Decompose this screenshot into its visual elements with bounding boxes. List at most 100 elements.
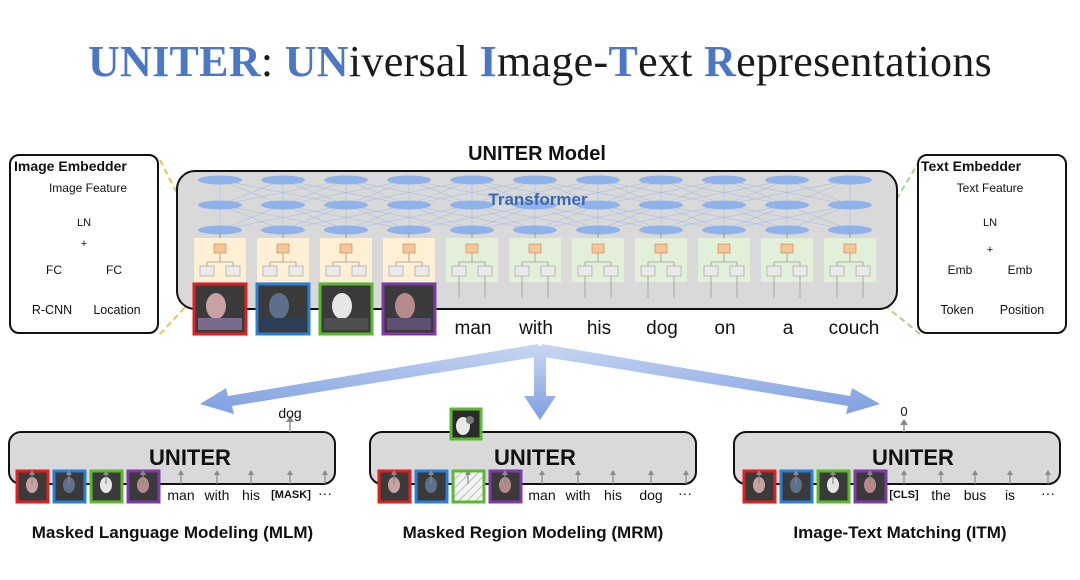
transformer-edge xyxy=(660,179,725,206)
region-image-content xyxy=(206,293,226,319)
transformer-edge xyxy=(597,179,725,206)
transformer-edge xyxy=(786,179,851,206)
transformer-edge xyxy=(408,204,473,231)
title-part: R xyxy=(704,37,737,86)
title-part: ext xyxy=(638,37,705,86)
model-word: with xyxy=(519,318,553,339)
text-emb-label: Emb xyxy=(1007,263,1033,277)
region-image-content xyxy=(332,293,352,319)
block-unit xyxy=(603,265,619,277)
title-part: : xyxy=(260,37,285,86)
input-arrow-head xyxy=(938,470,944,475)
transformer-node xyxy=(639,225,683,235)
token-label: Token xyxy=(940,303,974,317)
input-arrow-head xyxy=(391,470,397,475)
input-arrow-head xyxy=(248,470,254,475)
region-thumb-content xyxy=(63,477,75,493)
transformer-edge xyxy=(723,179,788,206)
mrm-ellipsis: ··· xyxy=(678,485,692,501)
block-unit xyxy=(477,265,493,277)
block-ln xyxy=(843,243,857,254)
transformer-node xyxy=(324,200,368,210)
block-unit xyxy=(325,265,341,277)
mlm-token: his xyxy=(242,487,260,503)
itm-cls-token: [CLS] xyxy=(889,489,919,501)
transformer-node xyxy=(198,200,242,210)
transformer-label: Transformer xyxy=(488,190,588,209)
transformer-edge xyxy=(723,179,851,206)
transformer-node xyxy=(576,200,620,210)
model-word: man xyxy=(454,318,492,339)
transformer-node xyxy=(639,175,683,185)
region-thumb-content xyxy=(26,477,38,493)
model-word: on xyxy=(714,318,736,339)
block-ln xyxy=(465,243,479,254)
input-arrow-head xyxy=(287,470,293,475)
input-arrow-head xyxy=(322,470,328,475)
input-arrow-head xyxy=(465,470,471,475)
input-arrow-head xyxy=(901,470,907,475)
block-ln xyxy=(213,243,227,254)
transformer-node xyxy=(765,225,809,235)
task-thumbnails xyxy=(15,469,888,504)
text-emb-label: Emb xyxy=(947,263,973,277)
transformer-edge xyxy=(723,204,788,231)
model-word: dog xyxy=(646,318,678,339)
transformer-network xyxy=(198,175,872,235)
input-arrow-head xyxy=(867,470,873,475)
mrm-token: man xyxy=(528,487,556,503)
transformer-edge xyxy=(534,204,599,231)
transformer-edge xyxy=(282,179,410,206)
transformer-node xyxy=(513,175,557,185)
transformer-node xyxy=(576,175,620,185)
block-unit xyxy=(414,265,430,277)
input-arrow-head xyxy=(502,470,508,475)
model-word: his xyxy=(586,318,612,339)
task-arrows xyxy=(29,470,1051,484)
image-plus-icon: + xyxy=(80,238,88,250)
input-arrow-head xyxy=(178,470,184,475)
transformer-edge xyxy=(723,204,851,231)
region-thumb-content xyxy=(100,477,112,493)
transformer-node xyxy=(198,175,242,185)
transformer-edge xyxy=(345,204,410,231)
block-unit xyxy=(577,265,593,277)
block-unit xyxy=(540,265,556,277)
transformer-node xyxy=(450,175,494,185)
mrm-token: with xyxy=(565,487,591,503)
transformer-node xyxy=(261,200,305,210)
region-image-content xyxy=(261,318,305,330)
location-label: Location xyxy=(93,303,141,317)
itm-uniter-bar xyxy=(733,431,1061,485)
input-arrow-head xyxy=(683,470,689,475)
transformer-edge xyxy=(471,204,536,231)
image-fc-label: FC xyxy=(106,263,122,277)
region-thumb-content xyxy=(790,477,802,493)
transformer-node xyxy=(450,200,494,210)
transformer-edge xyxy=(597,204,725,231)
block-unit xyxy=(855,265,871,277)
arrow-to-mlm xyxy=(200,344,542,414)
input-arrow-head xyxy=(539,470,545,475)
arrow-to-mrm xyxy=(524,346,556,420)
input-arrow-head xyxy=(29,470,35,475)
text-feature-label: Text Feature xyxy=(956,181,1024,195)
transformer-node xyxy=(324,175,368,185)
transformer-edge xyxy=(345,179,473,206)
transformer-node xyxy=(702,175,746,185)
itm-token: is xyxy=(1004,487,1016,503)
input-arrow-head xyxy=(1007,470,1013,475)
transformer-node xyxy=(387,175,431,185)
mlm-label: Masked Language Modeling (MLM) xyxy=(31,523,314,542)
transformer-edge xyxy=(660,204,725,231)
transformer-edge xyxy=(534,204,662,231)
transformer-edge xyxy=(345,204,473,231)
region-thumb-content xyxy=(864,477,876,493)
block-unit xyxy=(288,265,304,277)
transformer-edge xyxy=(408,204,536,231)
text-ln-label: LN xyxy=(982,217,998,229)
region-image-content xyxy=(387,318,431,330)
input-arrow-head xyxy=(103,470,109,475)
block-unit xyxy=(262,265,278,277)
image-embedder-box xyxy=(9,154,159,334)
